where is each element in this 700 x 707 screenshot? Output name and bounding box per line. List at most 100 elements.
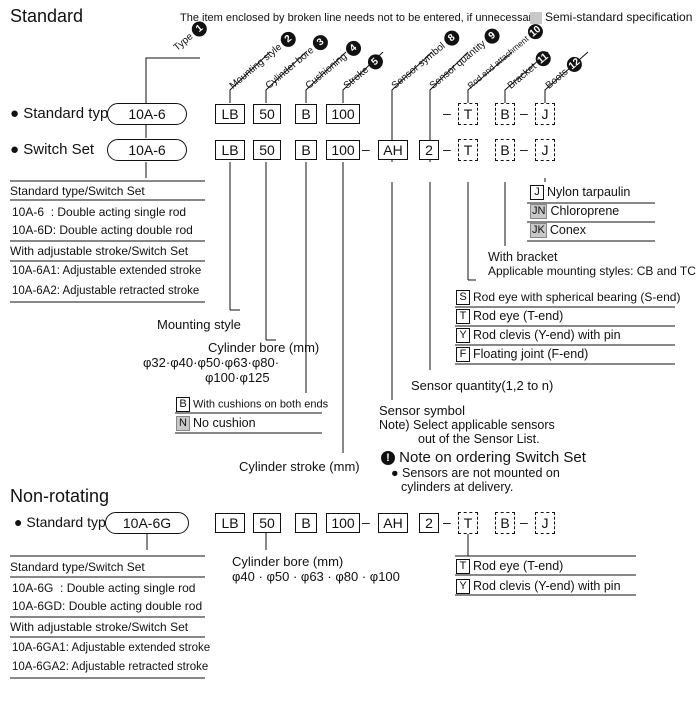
- switch-note-l1: ● Sensors are not mounted on: [391, 466, 560, 480]
- nonrot-bracket-box: B: [495, 512, 515, 534]
- rod-end-code-f: F: [456, 347, 470, 363]
- type-table-head2: With adjustable stroke/Switch Set: [10, 244, 189, 258]
- boots-code-j: J: [530, 185, 544, 201]
- type-table-r4: 10A-6A2: Adjustable retracted stroke: [12, 285, 200, 297]
- nonrot-bore-box: 50: [253, 513, 281, 533]
- standard-heading: Standard: [10, 6, 84, 26]
- nonrot-stroke-box: 100: [326, 513, 360, 533]
- row2-boots-box: J: [535, 139, 555, 161]
- nonrot-rod-end-text-y: Rod clevis (Y-end) with pin: [473, 579, 621, 593]
- sensor-note-l2: out of the Sensor List.: [418, 432, 540, 446]
- bore-values-l1: φ32·φ40·φ50·φ63·φ80·: [143, 355, 280, 370]
- switch-note-title-text: Note on ordering Switch Set: [399, 449, 586, 466]
- nonrot-bore-title: Cylinder bore (mm): [232, 554, 344, 569]
- row2-type-pill: 10A-6: [107, 139, 187, 161]
- nonrot-table-r3: 10A-6GA1: Adjustable extended stroke: [12, 642, 211, 654]
- semi-standard-swatch: [530, 11, 542, 24]
- sensor-note-l1: Note) Select applicable sensors: [379, 418, 555, 432]
- switch-note-l1-text: Sensors are not mounted on: [402, 466, 560, 480]
- bore-title: Cylinder bore (mm): [208, 340, 320, 355]
- nonrot-dash2: –: [520, 514, 528, 530]
- nonrot-type-pill: 10A-6G: [105, 512, 189, 534]
- row2-qty-box: 2: [419, 140, 439, 160]
- row-switch-set-label: ● Switch Set: [10, 141, 95, 158]
- rod-end-text-y: Rod clevis (Y-end) with pin: [473, 328, 621, 342]
- row2-dash0: –: [362, 141, 370, 157]
- row2-bracket-box: B: [495, 139, 515, 161]
- type-table-head1: Standard type/Switch Set: [10, 184, 145, 198]
- semi-standard-legend: Semi-standard specification: [530, 10, 692, 24]
- nonrot-sensor-box: AH: [378, 513, 408, 533]
- row2-sensor-box: AH: [378, 140, 408, 160]
- switch-note-l2: cylinders at delivery.: [401, 480, 514, 494]
- nonrot-cush-box: B: [295, 513, 317, 533]
- semi-standard-label: Semi-standard specification: [545, 10, 693, 24]
- row2-rod-box: T: [458, 139, 478, 161]
- boots-text-jk: Conex: [549, 223, 586, 237]
- row2-mount-box: LB: [215, 140, 245, 160]
- nonrot-row-label: ● Standard type: [14, 514, 114, 530]
- rod-end-code-y: Y: [456, 328, 470, 344]
- nonrot-rod-end-code-t: T: [456, 559, 470, 575]
- boots-code-jn: JN: [530, 204, 548, 220]
- nonrot-table-r1: 10A-6G : Double acting single rod: [12, 581, 196, 595]
- nonrot-mount-box: LB: [215, 513, 245, 533]
- bracket-note-l2: Applicable mounting styles: CB and TC: [488, 264, 696, 278]
- bracket-note-l1: With bracket: [488, 250, 558, 264]
- rod-end-code-t: T: [456, 309, 470, 325]
- cushion-text-b: With cushions on both ends: [193, 398, 329, 411]
- row1-mount-box: LB: [215, 104, 245, 124]
- row1-bracket-box: B: [495, 103, 515, 125]
- nonrot-table-head1: Standard type/Switch Set: [10, 560, 145, 574]
- row2-label: Switch Set: [23, 141, 95, 158]
- nonrot-table-r2: 10A-6GD: Double acting double rod: [12, 599, 203, 613]
- boots-code-jk: JK: [530, 223, 547, 239]
- nonrot-table-head2: With adjustable stroke/Switch Set: [10, 620, 189, 634]
- rod-end-code-s: S: [456, 290, 470, 306]
- sensor-quantity-label: Sensor quantity(1,2 to n): [411, 378, 554, 393]
- row2-dash2: –: [520, 141, 528, 157]
- switch-note-title: ! Note on ordering Switch Set: [381, 449, 586, 466]
- type-table-r1: 10A-6 : Double acting single rod: [12, 205, 187, 219]
- broken-line-note: The item enclosed by broken line needs n…: [180, 12, 540, 24]
- nonrot-bore-values: φ40 · φ50 · φ63 · φ80 · φ100: [232, 569, 400, 584]
- nonrot-boots-box: J: [535, 512, 555, 534]
- type-table-r2: 10A-6D: Double acting double rod: [12, 223, 193, 237]
- nonrot-dash0: –: [362, 514, 370, 530]
- nonrot-rod-end-code-y: Y: [456, 579, 470, 595]
- nonrot-row-label-text: Standard type: [26, 514, 114, 530]
- sensor-symbol-label: Sensor symbol: [379, 403, 465, 418]
- row1-boots-box: J: [535, 103, 555, 125]
- exclamation-icon: !: [381, 451, 395, 466]
- nonrot-dashq: –: [443, 514, 451, 530]
- row2-bore-box: 50: [253, 140, 281, 160]
- row1-stroke-box: 100: [326, 104, 360, 124]
- row1-dash2: –: [520, 105, 528, 121]
- mounting-style-label: Mounting style: [157, 317, 241, 332]
- row2-dashq: –: [443, 141, 451, 157]
- rod-end-text-s: Rod eye with spherical bearing (S-end): [473, 290, 681, 304]
- nonrot-heading: Non-rotating: [10, 486, 110, 506]
- row1-label: Standard type: [23, 105, 117, 122]
- rod-end-text-t: Rod eye (T-end): [473, 309, 564, 323]
- row1-cush-box: B: [295, 104, 317, 124]
- nonrot-rod-end-text-t: Rod eye (T-end): [473, 559, 564, 573]
- nonrot-qty-box: 2: [419, 513, 439, 533]
- cushion-code-n: N: [176, 416, 190, 432]
- cylinder-stroke-label: Cylinder stroke (mm): [239, 459, 360, 474]
- nonrot-table-r4: 10A-6GA2: Adjustable retracted stroke: [12, 661, 209, 673]
- row1-type-pill: 10A-6: [107, 103, 187, 125]
- row1-bore-box: 50: [253, 104, 281, 124]
- row1-dash1: –: [443, 105, 451, 121]
- row1-rod-box: T: [458, 103, 478, 125]
